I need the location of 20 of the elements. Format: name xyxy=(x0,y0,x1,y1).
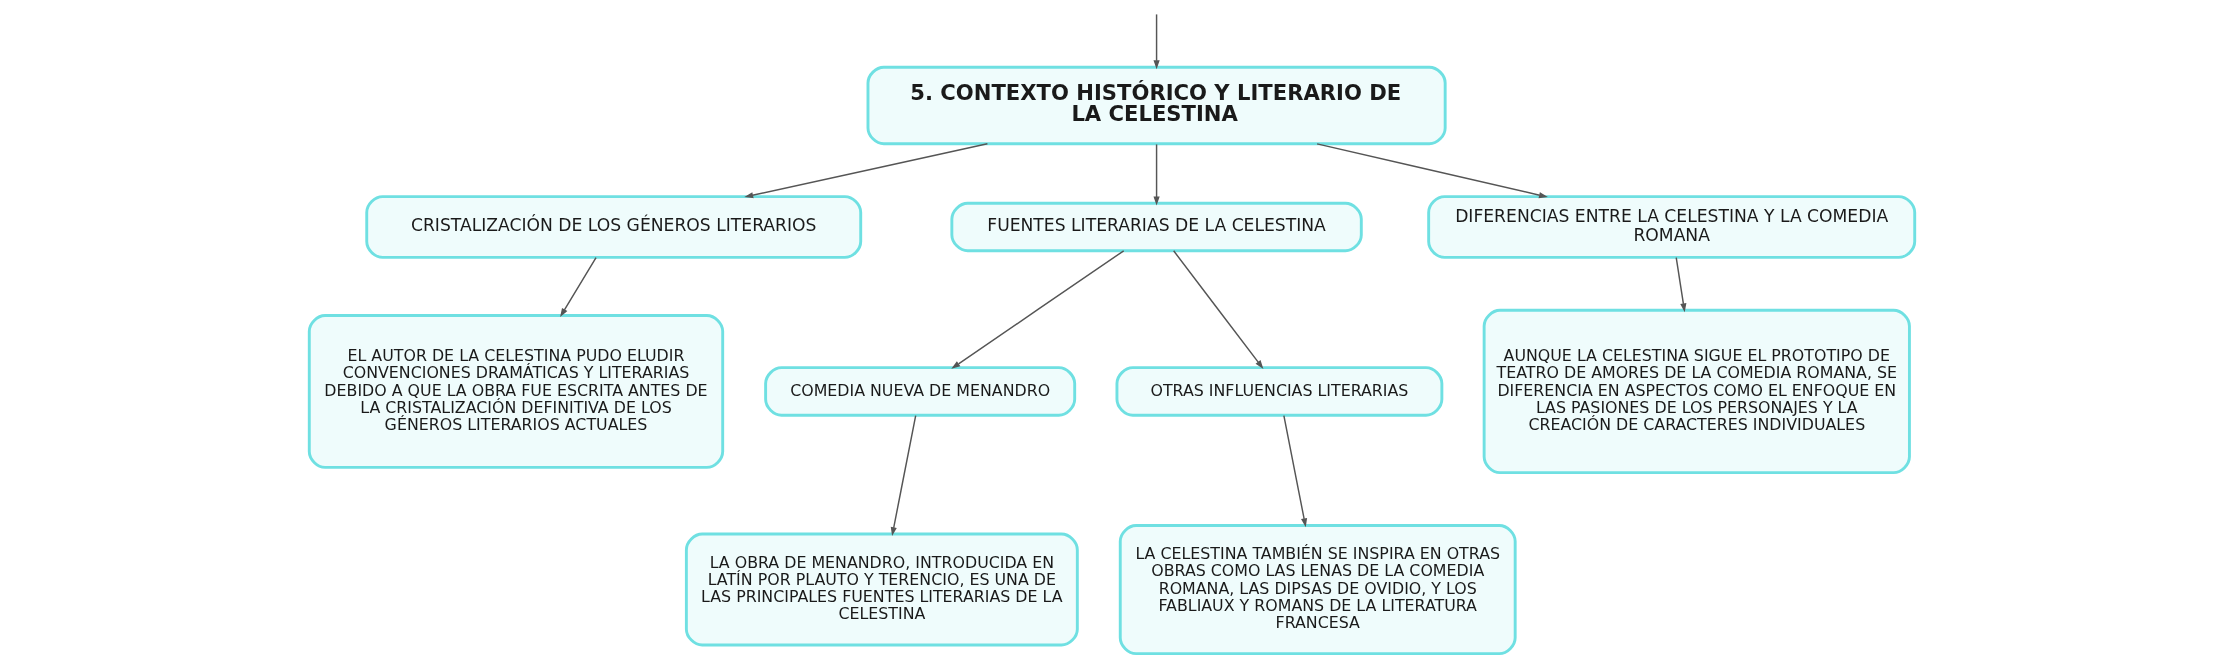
arrow xyxy=(1316,143,1548,199)
node-box: OTRAS INFLUENCIAS LITERARIAS xyxy=(1115,366,1444,417)
node-box: DIFERENCIAS ENTRE LA CELESTINA Y LA COMEDIA ROMANA xyxy=(1427,195,1917,259)
arrow xyxy=(1283,414,1308,528)
arrow xyxy=(951,250,1125,369)
arrow xyxy=(1153,143,1160,206)
node-box: LA CELESTINA TAMBIÉN SE INSPIRA EN OTRAS OBRAS COMO LAS LENAS DE LA COMEDIA ROMANA, LAS DIPSAS DE OVIDIO, Y LOS FABLIAUX Y ROMANS DE LA LITERATURA FRANCESA xyxy=(1118,524,1517,656)
arrow xyxy=(744,143,989,199)
node-box: LA OBRA DE MENANDRO, INTRODUCIDA EN LATÍN POR PLAUTO Y TERENCIO, ES UNA DE LAS PRINCIPALES FUENTES LITERARIAS DE LA CELESTINA xyxy=(684,532,1079,647)
node-box: CRISTALIZACIÓN DE LOS GÉNEROS LITERARIOS xyxy=(365,195,863,259)
arrow xyxy=(1172,250,1264,370)
arrow xyxy=(1153,13,1160,70)
arrow xyxy=(890,414,917,536)
node-box: COMEDIA NUEVA DE MENANDRO xyxy=(764,366,1077,417)
arrow xyxy=(1675,256,1687,313)
node-box: AUNQUE LA CELESTINA SIGUE EL PROTOTIPO DE TEATRO DE AMORES DE LA COMEDIA ROMANA, SE DIFERENCIA EN ASPECTOS COMO EL ENFOQUE EN LAS PASIONES DE LOS PERSONAJES Y LA CREACIÓN DE CARACTERES INDIVIDUALES xyxy=(1482,308,1911,475)
node-box: 5. CONTEXTO HISTÓRICO Y LITERARIO DE LA CELESTINA xyxy=(866,65,1447,146)
arrow xyxy=(560,256,597,318)
node-box: EL AUTOR DE LA CELESTINA PUDO ELUDIR CONVENCIONES DRAMÁTICAS Y LITERARIAS DEBIDO A QUE LA OBRA FUE ESCRITA ANTES DE LA CRISTALIZACIÓN DEFINITIVA DE LOS GÉNEROS LITERARIOS ACTUALES xyxy=(307,314,725,469)
node-box: FUENTES LITERARIAS DE LA CELESTINA xyxy=(950,201,1363,253)
